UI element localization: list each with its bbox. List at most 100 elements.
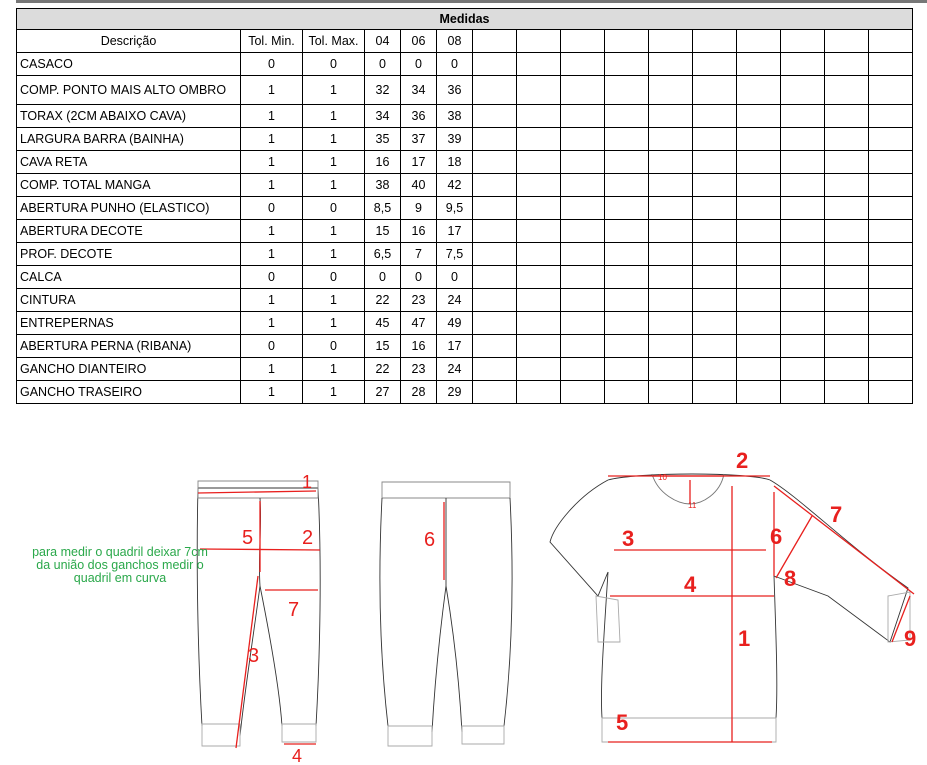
desc-cell: ABERTURA PERNA (RIBANA) [16, 334, 241, 358]
empty-column-header [604, 29, 649, 53]
size-04-cell: 6,5 [364, 242, 401, 266]
pants-front-label-1: 1 [302, 472, 312, 492]
empty-cell [780, 334, 825, 358]
empty-cell [780, 52, 825, 76]
empty-cell [604, 334, 649, 358]
jacket-sketch: 2 10 11 3 6 7 8 4 1 9 5 [549, 448, 916, 743]
tol-max-cell: 1 [302, 150, 365, 174]
empty-cell [472, 334, 517, 358]
empty-cell [604, 242, 649, 266]
empty-cell [868, 265, 913, 289]
desc-cell: ENTREPERNAS [16, 311, 241, 335]
empty-cell [736, 311, 781, 335]
empty-cell [560, 173, 605, 197]
size-06-cell: 28 [400, 380, 437, 404]
tol-max-cell: 1 [302, 288, 365, 312]
desc-cell: GANCHO DIANTEIRO [16, 357, 241, 381]
empty-column-header [692, 29, 737, 53]
tol-max-cell: 1 [302, 380, 365, 404]
empty-cell [824, 52, 869, 76]
empty-cell [824, 242, 869, 266]
empty-cell [604, 219, 649, 243]
size-08-cell: 24 [436, 357, 473, 381]
empty-cell [780, 127, 825, 151]
empty-cell [472, 357, 517, 381]
empty-cell [692, 311, 737, 335]
size-04-cell: 16 [364, 150, 401, 174]
empty-cell [472, 52, 517, 76]
empty-cell [516, 311, 561, 335]
empty-cell [780, 219, 825, 243]
empty-cell [824, 104, 869, 128]
size-06-cell: 17 [400, 150, 437, 174]
empty-cell [736, 75, 781, 105]
size-04-cell: 8,5 [364, 196, 401, 220]
empty-cell [868, 173, 913, 197]
tol-min-cell: 1 [240, 127, 303, 151]
size-08-cell: 0 [436, 52, 473, 76]
empty-cell [648, 242, 693, 266]
empty-cell [736, 219, 781, 243]
empty-cell [516, 288, 561, 312]
size-06-cell: 37 [400, 127, 437, 151]
tol-max-cell: 1 [302, 311, 365, 335]
tol-min-cell: 1 [240, 357, 303, 381]
empty-cell [736, 196, 781, 220]
size-08-cell: 9,5 [436, 196, 473, 220]
column-header-2: Tol. Max. [302, 29, 365, 53]
size-06-cell: 0 [400, 265, 437, 289]
size-04-cell: 0 [364, 52, 401, 76]
empty-cell [560, 334, 605, 358]
jacket-label-11: 11 [688, 501, 697, 510]
empty-cell [516, 334, 561, 358]
empty-cell [472, 196, 517, 220]
empty-cell [692, 219, 737, 243]
column-header-4: 06 [400, 29, 437, 53]
empty-cell [516, 52, 561, 76]
empty-cell [516, 104, 561, 128]
tol-max-cell: 0 [302, 334, 365, 358]
empty-cell [824, 380, 869, 404]
jacket-label-4: 4 [684, 572, 697, 597]
tol-min-cell: 1 [240, 242, 303, 266]
jacket-label-3: 3 [622, 526, 634, 551]
desc-cell: CINTURA [16, 288, 241, 312]
empty-cell [780, 288, 825, 312]
empty-cell [560, 52, 605, 76]
tol-min-cell: 0 [240, 334, 303, 358]
empty-cell [560, 242, 605, 266]
empty-cell [560, 150, 605, 174]
empty-cell [648, 311, 693, 335]
size-04-cell: 27 [364, 380, 401, 404]
empty-cell [604, 311, 649, 335]
empty-cell [692, 288, 737, 312]
size-06-cell: 47 [400, 311, 437, 335]
empty-column-header [516, 29, 561, 53]
desc-cell: ABERTURA DECOTE [16, 219, 241, 243]
empty-cell [692, 52, 737, 76]
empty-cell [648, 150, 693, 174]
size-08-cell: 24 [436, 288, 473, 312]
size-04-cell: 15 [364, 334, 401, 358]
desc-cell: CAVA RETA [16, 150, 241, 174]
empty-cell [824, 311, 869, 335]
pants-front-label-7: 7 [288, 599, 299, 621]
column-header-1: Tol. Min. [240, 29, 303, 53]
empty-cell [692, 242, 737, 266]
empty-cell [824, 357, 869, 381]
empty-cell [868, 52, 913, 76]
empty-cell [692, 104, 737, 128]
empty-cell [868, 242, 913, 266]
empty-cell [736, 150, 781, 174]
empty-cell [780, 104, 825, 128]
empty-cell [516, 173, 561, 197]
empty-cell [604, 52, 649, 76]
empty-cell [604, 75, 649, 105]
column-header-3: 04 [364, 29, 401, 53]
